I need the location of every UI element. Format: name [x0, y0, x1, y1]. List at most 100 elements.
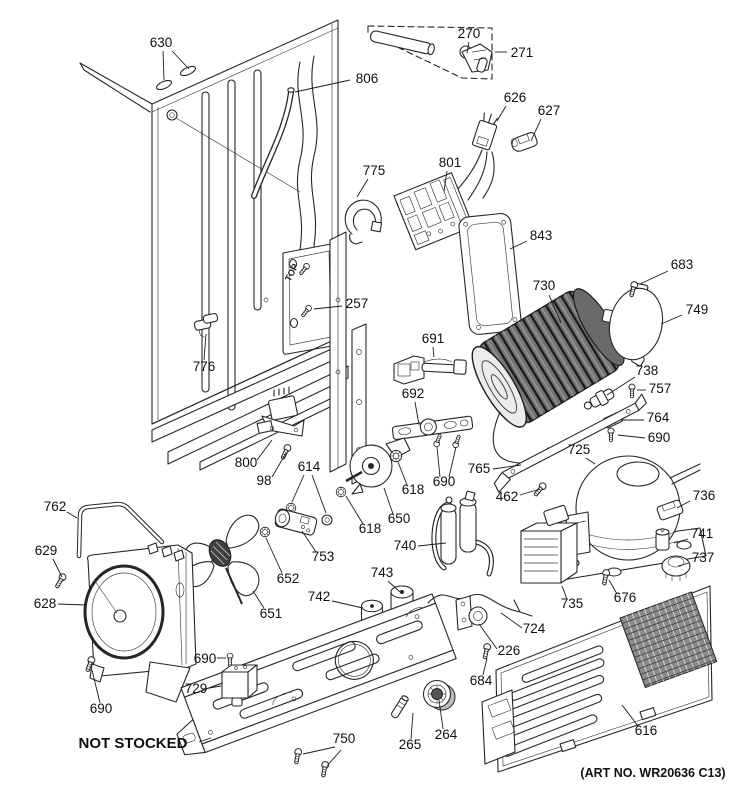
leader-line-684	[482, 657, 488, 676]
harness-clip	[344, 199, 383, 245]
leader-line-729	[208, 685, 222, 689]
part-callout-630: 630	[150, 35, 173, 50]
panel-bracket	[481, 689, 516, 765]
water-tube-kit	[367, 25, 493, 80]
coil-bracket	[391, 415, 474, 441]
part-callout-753: 753	[312, 549, 335, 564]
leader-line-618	[397, 461, 408, 486]
leader-line-629	[52, 558, 63, 578]
leader-line-753	[301, 530, 317, 553]
part-callout-270: 270	[458, 26, 481, 41]
leader-line-743	[387, 580, 401, 593]
part-callout-628: 628	[34, 596, 57, 611]
motor-mount	[274, 508, 318, 536]
blade-nut	[259, 526, 271, 538]
leader-line-800	[256, 439, 273, 461]
valve-738	[583, 388, 615, 410]
part-callout-690: 690	[194, 651, 217, 666]
leader-line-740	[417, 542, 447, 547]
part-callout-735: 735	[561, 596, 584, 611]
part-callout-614: 614	[298, 459, 321, 474]
part-callout-725: 725	[568, 442, 591, 457]
base-pan	[176, 593, 457, 756]
sensor-plug	[471, 112, 498, 151]
hex-nut	[321, 514, 333, 526]
leader-line-630	[171, 50, 190, 70]
leader-line-270	[466, 41, 470, 54]
part-callout-724: 724	[523, 621, 546, 636]
leader-line-628	[57, 603, 87, 606]
part-callout-762: 762	[44, 499, 67, 514]
part-callout-618: 618	[402, 482, 425, 497]
part-callout-749: 749	[686, 302, 709, 317]
part-callout-800: 800	[235, 455, 258, 470]
part-callout-690: 690	[90, 701, 113, 716]
tube-clip	[193, 313, 219, 338]
part-callout-692: 692	[402, 386, 425, 401]
sleeve-741	[655, 528, 670, 551]
leader-line-776	[203, 333, 207, 361]
leader-line-690	[448, 446, 457, 478]
leader-line-650	[383, 487, 394, 515]
leader-line-765	[492, 464, 522, 470]
inverter-box	[520, 504, 578, 584]
leader-line-614	[291, 474, 305, 503]
leader-line-264	[438, 699, 444, 730]
leader-line-737	[677, 562, 690, 567]
part-callout-730: 730	[533, 278, 556, 293]
part-callout-806: 806	[356, 71, 379, 86]
leader-line-614	[311, 474, 327, 514]
leader-line-738	[606, 376, 636, 396]
part-callout-741: 741	[691, 526, 714, 541]
leader-line-690	[617, 434, 646, 439]
leader-line-736	[676, 500, 691, 509]
part-callout-738: 738	[636, 363, 659, 378]
drain-tube	[251, 87, 295, 199]
leader-line-750	[326, 749, 342, 767]
callouts-layer: 6308062702716266278017758437306837492577…	[34, 26, 716, 767]
fan-blade	[184, 514, 260, 605]
leader-line-462	[519, 488, 541, 496]
part-callout-257: 257	[346, 296, 369, 311]
leader-line-690	[436, 446, 441, 478]
leader-line-683	[639, 270, 669, 285]
part-callout-690: 690	[648, 430, 671, 445]
leader-line-692	[414, 401, 420, 426]
leader-line-725	[585, 457, 596, 465]
leader-line-226	[478, 623, 498, 650]
leader-line-257	[313, 305, 343, 310]
mount-736	[656, 499, 684, 521]
part-callout-462: 462	[496, 489, 519, 504]
part-callout-684: 684	[470, 673, 493, 688]
leader-line-691	[432, 346, 435, 358]
leader-line-651	[252, 590, 265, 609]
rear-access-panel	[495, 585, 718, 773]
part-callout-736: 736	[693, 488, 716, 503]
part-callout-843: 843	[530, 228, 553, 243]
filter-drier	[431, 490, 494, 577]
leader-line-806	[294, 79, 351, 93]
thermostat	[393, 355, 467, 385]
part-callout-626: 626	[504, 90, 527, 105]
part-callout-775: 775	[363, 163, 386, 178]
leader-line-630	[162, 50, 165, 81]
part-callout-98: 98	[256, 473, 271, 488]
part-callout-264: 264	[435, 727, 458, 742]
part-callout-691: 691	[422, 331, 445, 346]
part-callout-757: 757	[649, 381, 672, 396]
shield-tube	[76, 501, 165, 559]
gasket-frame	[458, 213, 522, 335]
grommet-737	[661, 555, 691, 581]
leader-line-741	[673, 538, 689, 544]
part-callout-801: 801	[439, 155, 462, 170]
leader-line-801	[443, 170, 448, 192]
leader-line-775	[356, 178, 369, 198]
part-callout-743: 743	[371, 565, 394, 580]
part-callout-265: 265	[399, 737, 422, 752]
valve-fitting	[459, 43, 493, 73]
part-callout-226: 226	[498, 643, 521, 658]
leader-line-652	[265, 537, 283, 574]
roller-wheel	[422, 679, 456, 711]
